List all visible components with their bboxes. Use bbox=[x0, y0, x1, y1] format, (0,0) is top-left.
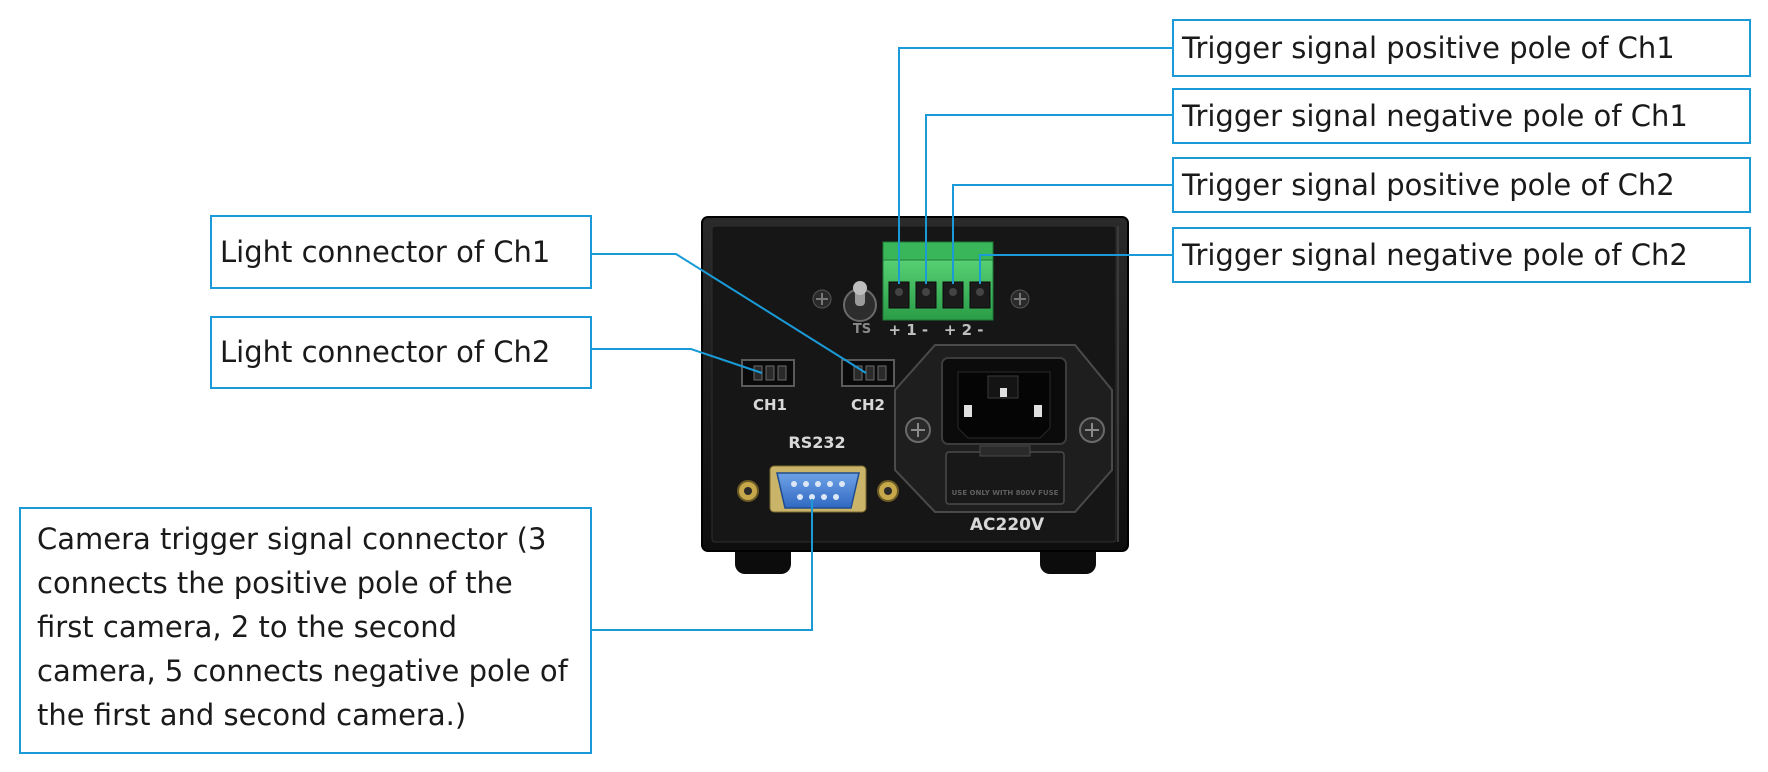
ch2-label: CH2 bbox=[851, 396, 885, 414]
leader-trig-pos-ch1 bbox=[898, 47, 1172, 284]
callout-light-ch2: Light connector of Ch2 bbox=[210, 316, 592, 389]
power-inlet bbox=[894, 344, 1113, 513]
ch2-light-connector bbox=[841, 359, 895, 387]
leader-trig-pos-ch2 bbox=[952, 184, 1172, 284]
callout-trig-neg-ch1-text: Trigger signal negative pole of Ch1 bbox=[1182, 98, 1688, 133]
fuse-text: USE ONLY WITH 800V FUSE bbox=[952, 489, 1059, 497]
db9-serial-connector bbox=[737, 465, 899, 513]
callout-trig-neg-ch2-text: Trigger signal negative pole of Ch2 bbox=[1182, 237, 1688, 272]
switch-label: TS bbox=[853, 322, 871, 337]
callout-light-ch1: Light connector of Ch1 bbox=[210, 215, 592, 289]
callout-trig-neg-ch1: Trigger signal negative pole of Ch1 bbox=[1172, 88, 1751, 144]
leader-trig-neg-ch2 bbox=[979, 254, 1172, 284]
leader-camera-trigger bbox=[592, 499, 813, 631]
terminal-marks: + 1 - + 2 - bbox=[888, 321, 983, 339]
leader-light-ch1 bbox=[592, 253, 867, 374]
callout-camera-trigger-text: Camera trigger signal connector (3 conne… bbox=[37, 522, 568, 732]
callout-camera-trigger: Camera trigger signal connector (3 conne… bbox=[19, 507, 592, 754]
leader-trig-neg-ch1 bbox=[925, 114, 1172, 284]
rs232-label: RS232 bbox=[788, 433, 845, 452]
callout-trig-pos-ch2: Trigger signal positive pole of Ch2 bbox=[1172, 157, 1751, 213]
callout-trig-pos-ch1-text: Trigger signal positive pole of Ch1 bbox=[1182, 30, 1675, 65]
ch1-label: CH1 bbox=[753, 396, 787, 414]
callout-light-ch2-text: Light connector of Ch2 bbox=[220, 335, 551, 369]
ac220v-label: AC220V bbox=[970, 515, 1045, 535]
callout-trig-neg-ch2: Trigger signal negative pole of Ch2 bbox=[1172, 227, 1751, 283]
leader-light-ch2 bbox=[592, 348, 763, 374]
toggle-switch bbox=[843, 281, 877, 322]
callout-trig-pos-ch1: Trigger signal positive pole of Ch1 bbox=[1172, 19, 1751, 77]
ch1-light-connector bbox=[741, 359, 795, 387]
leader-lines bbox=[592, 47, 1172, 631]
callout-trig-pos-ch2-text: Trigger signal positive pole of Ch2 bbox=[1182, 167, 1675, 202]
terminal-block bbox=[882, 241, 994, 321]
callout-light-ch1-text: Light connector of Ch1 bbox=[220, 234, 551, 269]
